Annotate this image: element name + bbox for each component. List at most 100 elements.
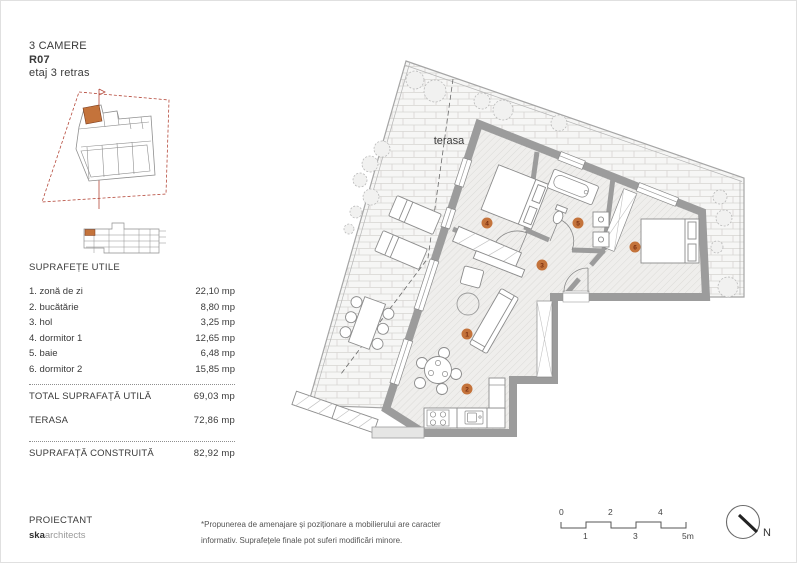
sofa xyxy=(469,288,519,354)
separator xyxy=(29,441,235,442)
scale-label: 2 xyxy=(608,507,613,517)
terrace-row: TERASA 72,86 mp xyxy=(29,415,235,426)
rug xyxy=(456,292,480,316)
total-usable-row: TOTAL SUPRAFAȚĂ UTILĂ 69,03 mp xyxy=(29,391,235,402)
area-label: 6. dormitor 2 xyxy=(29,363,83,375)
area-label: 2. bucătărie xyxy=(29,301,79,313)
marker-label: 2 xyxy=(465,386,469,393)
area-label: 1. zonă de zi xyxy=(29,286,83,297)
bed-dormitor1 xyxy=(480,164,550,230)
area-row: 3. hol 3,25 mp xyxy=(29,317,235,333)
outdoor-dining-table xyxy=(339,296,395,350)
fridge xyxy=(488,377,506,409)
marker-label: 4 xyxy=(485,220,489,227)
disclaimer-note: *Propunerea de amenajare și poziționare … xyxy=(201,517,501,549)
room-marker: 5 xyxy=(572,217,584,229)
area-row: 1. zonă de zi 22,10 mp xyxy=(29,286,235,302)
scale-label: 0 xyxy=(559,507,564,517)
total-value: 82,92 mp xyxy=(193,448,235,459)
entrance-opening xyxy=(562,290,590,303)
area-value: 6,48 mp xyxy=(200,348,235,360)
building-elevation xyxy=(83,222,166,254)
tv-console xyxy=(472,250,526,278)
scale-label: 5m xyxy=(682,531,694,541)
note-line: *Propunerea de amenajare și poziționare … xyxy=(201,520,441,529)
bathtub xyxy=(547,169,599,205)
area-row: 2. bucătărie 8,80 mp xyxy=(29,302,235,318)
window xyxy=(389,338,414,386)
property-boundary xyxy=(41,91,170,203)
areas-list: 1. zonă de zi 22,10 mp 2. bucătărie 8,80… xyxy=(29,286,235,380)
brand-rest: architects xyxy=(44,530,86,541)
title-block: 3 CAMERE R07 etaj 3 retras xyxy=(29,40,90,81)
scale-label: 3 xyxy=(633,531,638,541)
built-area-row: SUPRAFAȚĂ CONSTRUITĂ 82,92 mp xyxy=(29,448,235,459)
toilet xyxy=(552,204,568,225)
area-row: 6. dormitor 2 15,85 mp xyxy=(29,364,235,380)
room-marker: 2 xyxy=(461,383,473,395)
shaft xyxy=(536,300,553,378)
marker-label: 1 xyxy=(465,331,469,338)
total-value: 72,86 mp xyxy=(193,415,235,426)
marker-label: 3 xyxy=(540,262,544,269)
architect-brand: skaarchitects xyxy=(29,530,86,541)
terrace-railing xyxy=(311,61,743,406)
sun-lounger xyxy=(374,230,428,270)
separator xyxy=(29,384,235,385)
site-plan-sketch xyxy=(41,88,170,254)
total-label: TERASA xyxy=(29,415,69,426)
window xyxy=(635,182,680,207)
marker-label: 5 xyxy=(576,220,580,227)
total-label: SUPRAFAȚĂ CONSTRUITĂ xyxy=(29,448,154,459)
sun-lounger xyxy=(388,195,442,235)
apartment: 1 2 3 4 5 6 xyxy=(371,118,711,439)
area-value: 22,10 mp xyxy=(195,286,235,297)
area-row: 4. dormitor 1 12,65 mp xyxy=(29,333,235,349)
building-footprint xyxy=(75,104,156,182)
terrace: terasa xyxy=(291,60,745,434)
kitchen-counter xyxy=(423,407,506,429)
window xyxy=(557,151,586,170)
terrace-boundary-dashed xyxy=(340,78,454,375)
window xyxy=(413,258,440,312)
terrace-label: terasa xyxy=(434,135,465,147)
area-label: 4. dormitor 1 xyxy=(29,332,83,344)
floor-label: etaj 3 retras xyxy=(29,67,90,79)
north-label: N xyxy=(763,527,771,539)
total-value: 69,03 mp xyxy=(193,391,235,402)
proiectant-label: PROIECTANT xyxy=(29,515,93,526)
areas-heading: SUPRAFEȚE UTILE xyxy=(29,262,121,273)
marker-label: 6 xyxy=(633,244,637,251)
brand-bold: ska xyxy=(29,530,45,541)
scale-label: 1 xyxy=(583,531,588,541)
plants xyxy=(343,70,739,298)
room-marker: 4 xyxy=(481,217,493,229)
highlighted-unit xyxy=(82,104,103,125)
room-marker: 1 xyxy=(461,328,473,340)
area-value: 15,85 mp xyxy=(195,363,235,375)
note-line: informativ. Suprafețele finale pot sufer… xyxy=(201,536,403,545)
total-label: TOTAL SUPRAFAȚĂ UTILĂ xyxy=(29,391,152,402)
sink xyxy=(592,211,610,248)
armchair xyxy=(460,265,484,289)
window xyxy=(454,157,473,188)
area-label: 3. hol xyxy=(29,317,53,329)
page-title: 3 CAMERE xyxy=(29,40,87,52)
window xyxy=(440,206,457,230)
room-marker: 3 xyxy=(536,259,548,271)
exterior-step xyxy=(371,426,425,439)
scale-label: 4 xyxy=(658,507,663,517)
scale-bar: 0 2 4 1 3 5m xyxy=(559,507,694,541)
area-value: 8,80 mp xyxy=(200,301,235,313)
planter xyxy=(331,404,379,434)
unit-code: R07 xyxy=(29,53,50,66)
area-value: 12,65 mp xyxy=(195,332,235,344)
north-arrow-icon: N xyxy=(725,504,771,540)
room-marker: 6 xyxy=(629,241,641,253)
area-value: 3,25 mp xyxy=(200,317,235,329)
bed-dormitor2 xyxy=(640,218,700,264)
room-markers: 1 2 3 4 5 6 xyxy=(461,217,641,395)
area-row: 5. baie 6,48 mp xyxy=(29,348,235,364)
